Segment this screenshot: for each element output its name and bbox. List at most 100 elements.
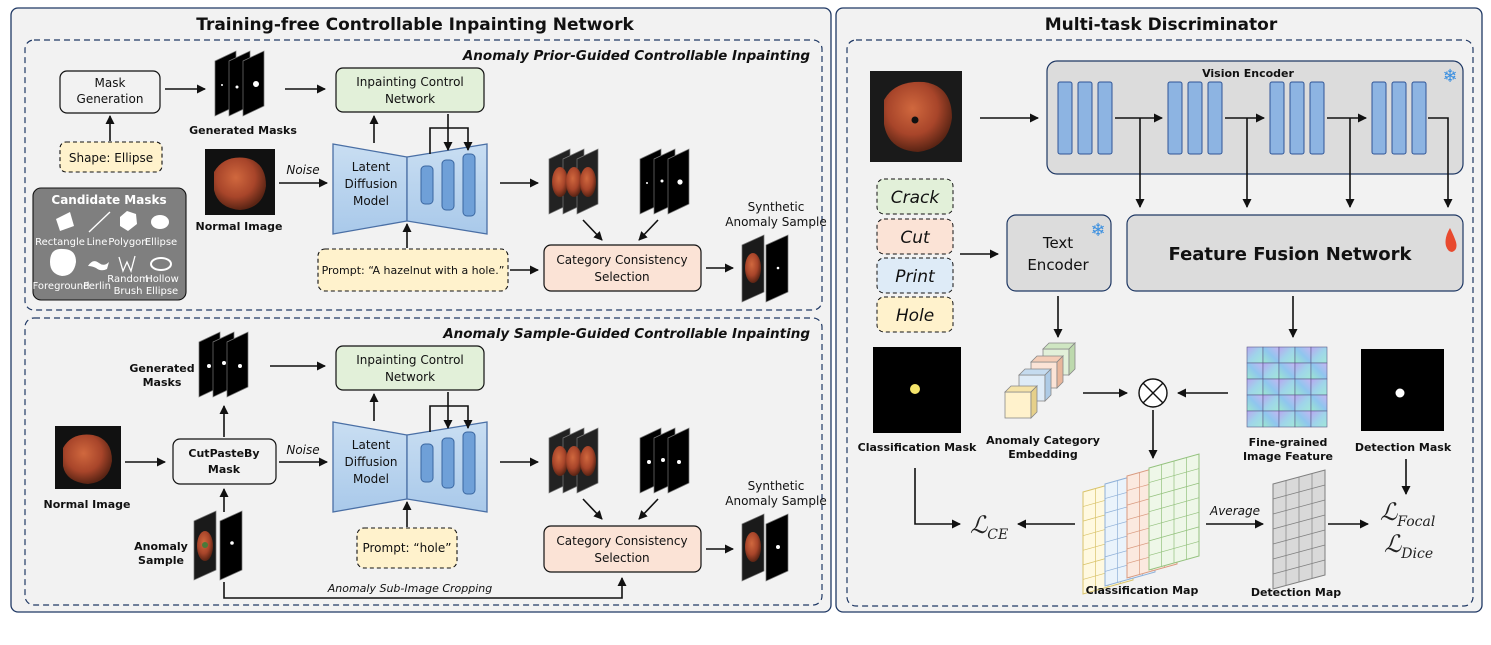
arrow-anomaly-sub-image-cropping [223,577,627,599]
perlin-mask-icon [88,261,109,271]
inpainted-masks-stack-prior [639,148,690,215]
normal-image-label-prior: Normal Image [196,220,283,233]
category-cut: Cut [900,228,931,248]
icn-label-2-prior: Network [385,92,435,106]
shape-ellipse-box [59,141,163,173]
ellipse-mask-icon [151,215,169,229]
category-cut-box [876,218,954,255]
ldm-label-1-sample: Latent [352,438,391,452]
loss-ce-symbol: ℒCE [970,511,1008,543]
candidate-brush: Brush [114,286,143,297]
arrow-loop-sample [429,405,473,432]
inpainted-masks-stack-sample [639,427,690,494]
fine-grained-feature-grid [1246,346,1328,428]
candidate-line: Line [87,237,108,248]
text-encoder-box [1006,214,1112,292]
feature-fusion-network-box [1126,214,1464,292]
cutpaste-by-mask-box [172,438,277,485]
synthetic-sample-sample [741,513,789,582]
classification-mask-label: Classification Mask [858,441,977,454]
category-consistency-selection-prior [543,244,702,292]
category-crack: Crack [891,188,941,208]
generated-masks-stack-sample [198,331,249,398]
snowflake-icon-vision: ❄ [1442,66,1457,87]
generated-masks-stack-prior [214,50,265,117]
synthetic-sample-prior [741,234,789,303]
noise-label-sample: Noise [286,443,319,457]
synthetic-label-2-prior: Anomaly Sample [725,215,826,229]
embedding-label-1: Anomaly Category [986,434,1100,447]
detection-map-label: Detection Map [1251,586,1341,599]
candidate-hollow: Hollow [145,274,179,285]
ccs-label-1-sample: Category Consistency [556,534,687,548]
feature-fusion-network-label: Feature Fusion Network [1169,244,1413,265]
category-print: Print [895,267,936,287]
mask-generation-label-1: Mask [95,76,126,90]
hazelnut-image-prior [214,157,266,210]
rectangle-mask-icon [56,212,74,231]
generated-masks-label-1-sample: Generated [129,362,194,375]
arrow-classification-mask-to-ce [914,468,961,529]
ldm-label-2-sample: Diffusion [345,455,398,469]
anomaly-sample-label-2: Sample [138,554,184,567]
left-panel-title: Training-free Controllable Inpainting Ne… [196,15,634,35]
fine-grained-label-1: Fine-grained [1249,436,1328,449]
category-crack-box [876,178,954,215]
candidate-ellipse: Ellipse [145,237,177,248]
inpainted-images-stack-prior [548,148,599,215]
prompt-text-prior: Prompt: “A hazelnut with a hole.” [322,264,505,277]
prompt-text-sample: Prompt: “hole” [362,541,451,555]
fine-grained-label-2: Image Feature [1243,450,1333,463]
anomaly-sub-image-cropping-label: Anomaly Sub-Image Cropping [327,582,493,595]
mask-generation-label-2: Generation [77,92,144,106]
shape-ellipse-label: Shape: Ellipse [69,151,153,165]
ldm-label-3-prior: Model [353,194,389,208]
arrow-images-to-ccs-sample [582,498,603,520]
arrow-loop-prior [429,127,473,154]
icn-label-2-sample: Network [385,370,435,384]
ccs-label-2-prior: Selection [594,270,649,284]
inpainted-images-stack-sample [548,427,599,494]
mask-generation-box [59,70,161,114]
category-hole-box [876,296,954,333]
detection-mask-blob [1395,388,1405,398]
synthetic-label-1-prior: Synthetic [748,200,805,214]
prompt-box-sample [356,527,458,569]
discriminator-hazelnut [884,81,952,152]
synthetic-label-2-sample: Anomaly Sample [725,494,826,508]
hole-defect-icon [911,116,919,124]
icn-label-1-prior: Inpainting Control [356,75,464,89]
detection-mask-label: Detection Mask [1355,441,1452,454]
classification-mask-blob [910,384,920,394]
generated-masks-label-2-sample: Masks [143,376,182,389]
hollow-ellipse-mask-icon [150,257,172,271]
synthetic-label-1-sample: Synthetic [748,479,805,493]
candidate-masks-title: Candidate Masks [51,193,166,207]
candidate-foreground: Foreground [33,281,90,292]
foreground-mask-icon [50,248,76,276]
prompt-box-prior [317,248,509,292]
candidate-random: Random [107,274,148,285]
vision-encoder-label: Vision Encoder [1202,67,1294,80]
cutpaste-label-1: CutPasteBy [188,447,259,460]
detection-map-grid [1272,469,1326,590]
prior-guided-subtitle: Anomaly Prior-Guided Controllable Inpain… [462,48,810,64]
classification-map-label: Classification Map [1086,584,1199,597]
vision-encoder-layers [1057,81,1427,155]
ldm-label-2-prior: Diffusion [345,177,398,191]
right-panel-title: Multi-task Discriminator [1045,15,1278,35]
noise-label-prior: Noise [286,163,319,177]
flame-icon [1445,228,1457,252]
candidate-shape-icons [50,211,172,276]
loss-dice-symbol: ℒDice [1384,530,1433,562]
average-label: Average [1209,504,1260,518]
hazelnut-image-sample [63,434,112,484]
candidate-hollow-ellipse: Ellipse [146,286,178,297]
normal-image-label-sample: Normal Image [44,498,131,511]
arrow-masks-to-ccs-prior [638,219,659,241]
ccs-label-2-sample: Selection [594,551,649,565]
ldm-label-1-prior: Latent [352,160,391,174]
line-mask-icon [88,211,111,233]
ccs-label-1-prior: Category Consistency [556,253,687,267]
